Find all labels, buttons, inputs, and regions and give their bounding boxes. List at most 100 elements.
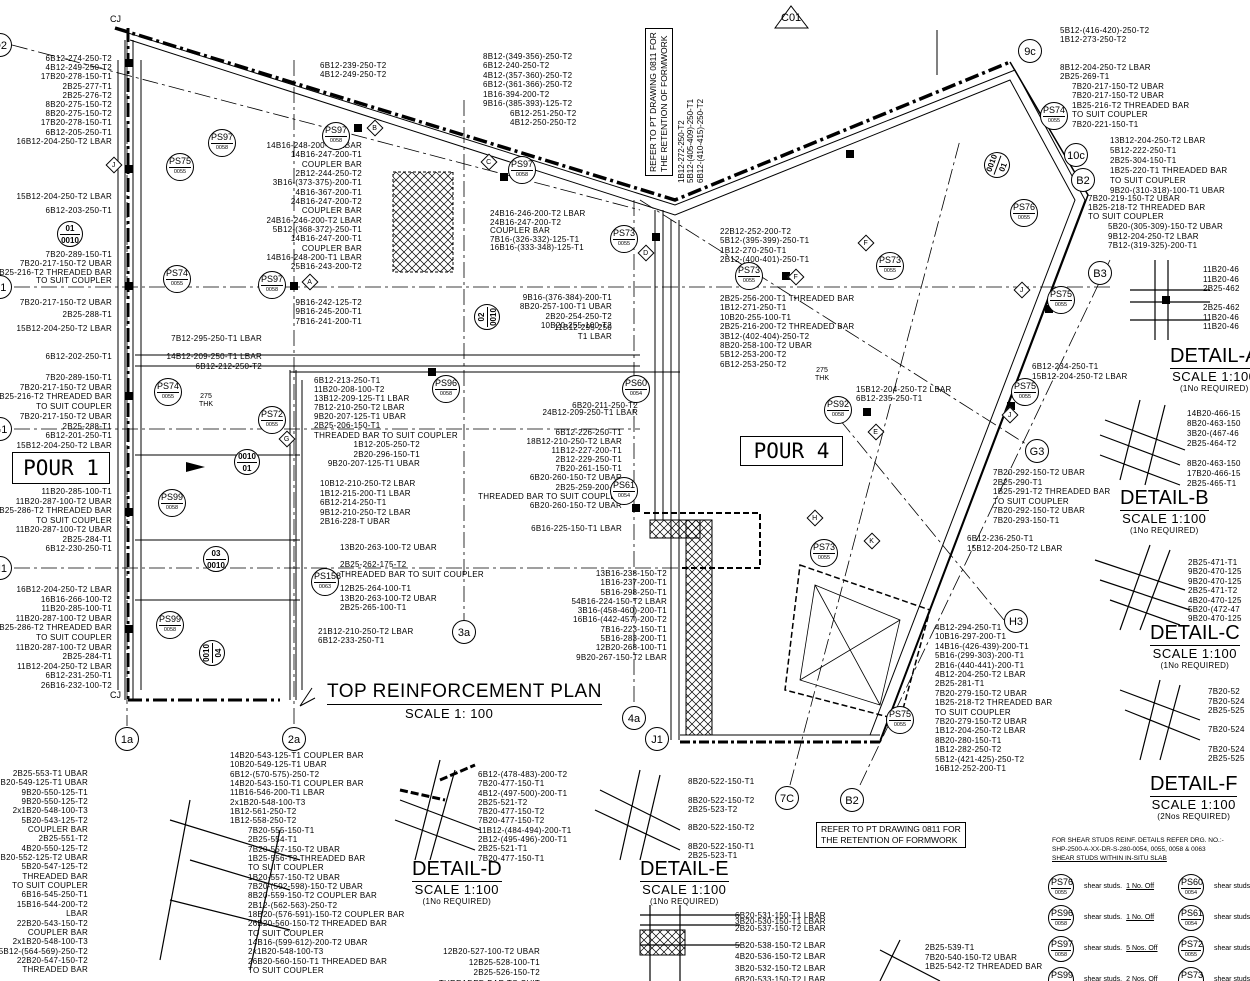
detail-scale: SCALE 1:100 [1122, 511, 1207, 526]
tag-sheet: 0058 [163, 627, 177, 633]
rebar-label: 22B12-252-200-T2 [720, 227, 792, 236]
rebar-label: 7B20-217-150-T2 UBAR [19, 298, 112, 307]
rebar-label: 6B12-230-250-T1 [45, 544, 112, 553]
section-number: 01 [60, 223, 80, 235]
marker-letter: J [1007, 411, 1012, 419]
pour-4-label: POUR 4 [740, 436, 843, 466]
tag-sheet: 0055 [265, 422, 279, 428]
rebar-label: 8B20-275-150-T2 [45, 100, 112, 110]
rebar-label: COUPLER BAR [301, 159, 362, 169]
rebar-label: 9B16-(376-384)-200-T1 [522, 293, 612, 302]
rebar-label: 7B20-217-150-T2 UBAR [1072, 82, 1165, 91]
grid-bubble: J1 [645, 727, 669, 751]
vertical-rebar-labels: 1B12-272-250-T2 5B12-(405-409)-250-T1 6B… [677, 99, 705, 183]
rebar-label: 4B16-367-200-T1 [295, 187, 362, 197]
detail-required: (1No REQUIRED) [1160, 661, 1230, 670]
tag-id: PS73 [738, 265, 761, 277]
rebar-label: 1B25-216-T2 THREADED BAR [0, 392, 112, 402]
pt-formwork-note-vertical: REFER TO PT DRAWING 0811 FOR THE RETENTI… [645, 28, 673, 176]
tag-id: PS73 [1181, 970, 1204, 980]
rebar-label: 1B25-556-T2 THREADED BAR [248, 854, 366, 864]
rebar-label: 18B20-(576-591)-150-T2 COUPLER BAR [248, 910, 405, 920]
grid-bubble: B3 [1088, 261, 1112, 285]
rebar-label: 4B20-550-125-T2 [21, 843, 88, 853]
rebar-label: 8B20-258-100-T2 UBAR [720, 341, 813, 351]
tag-id: PS61 [1181, 908, 1204, 920]
detail-scale: SCALE 1:100 [414, 882, 499, 897]
rebar-label: 7B20-477-150-T1 [478, 853, 545, 863]
tag-sheet: 0058 [439, 391, 453, 397]
rebar-label: 2B25-523-T2 [688, 804, 738, 814]
legend-quantity: 1 No. Off [1126, 914, 1155, 921]
rebar-label: 6B16-225-150-T1 LBAR [531, 524, 622, 533]
rebar-label: 10B20-255-100-T1 [720, 312, 792, 322]
rebar-label: TO SUIT COUPLER [1110, 175, 1186, 185]
rebar-label: TO SUIT COUPLER [248, 863, 324, 873]
tag-id: PS76 [1013, 202, 1036, 214]
legend-text: shear studs. [1084, 976, 1123, 981]
rebar-label: 1B25-218-T2 THREADED BAR [1088, 203, 1206, 213]
section-sheet: 0010 [207, 561, 225, 570]
rebar-label-group-mid-g: 13B20-263-100-T2 UBAR [340, 543, 437, 552]
rebar-label: 5B12-(368-372)-250-T1 [272, 225, 362, 235]
tag-sheet: 0055 [742, 278, 756, 284]
rebar-label: 13B16-238-150-T2 [595, 569, 667, 578]
tag-sheet: 0058 [265, 287, 279, 293]
rebar-label: THREADED BAR [22, 871, 88, 881]
rebar-label: 1B12-558-250-T2 [230, 816, 297, 826]
rebar-label: 26B16-232-100-T2 [40, 680, 112, 690]
rebar-label: 13B20-263-100-T2 UBAR [340, 543, 437, 552]
detail-scale: SCALE 1:100 [1152, 646, 1237, 661]
rebar-label: 2B25-277-T1 [62, 81, 112, 91]
marker-letter: E [873, 428, 878, 436]
rebar-label: 7B12-(319-325)-200-T1 [1108, 241, 1198, 250]
rebar-label: 2B12-(562-563)-250-T2 [248, 900, 338, 910]
rebar-label: 7B20-477-150-T2 [478, 807, 545, 817]
tag-id: PS76 [1051, 877, 1074, 889]
tag-id: PS72 [261, 409, 284, 421]
rebar-label-group-mid-b: 7B12-295-250-T1 LBAR [171, 334, 262, 343]
legend-text: shear studs. [1084, 883, 1123, 890]
rebar-label: TO SUIT COUPLER [36, 515, 112, 525]
rebar-label: 2B25-521-T2 [478, 797, 528, 807]
rebar-label: 3B20-530-150-T1 LBAR [735, 917, 826, 927]
rebar-label: 1B16-237-200-T1 [600, 578, 667, 588]
rebar-label: 4B12-249-250-T2 [45, 63, 112, 73]
rebar-label: 22B20-543-150-T2 [16, 918, 88, 928]
rebar-label: 6B12-(478-483)-200-T2 [478, 770, 568, 779]
detail-title: DETAIL-A [1170, 345, 1250, 369]
rebar-label: THREADED BAR TO SUIT COUPLER [340, 569, 484, 579]
tag-sheet: 0058 [1054, 952, 1068, 958]
rebar-label: 15B12-204-250-T2 LBAR [967, 543, 1063, 553]
rebar-label: 14B16-247-200-T1 [290, 150, 362, 160]
rebar-label: THREADED BAR TO SUIT COUPLER [314, 430, 458, 440]
rebar-label: 22B20-547-150-T2 [16, 955, 88, 965]
rebar-label: 6B16-545-250-T1 [21, 890, 88, 900]
rebar-label: THREADED BAR TO SUIT [439, 979, 540, 981]
tag-sheet: 0054 [617, 493, 631, 499]
rebar-label: 8B12-204-250-T2 LBAR [1060, 63, 1151, 72]
